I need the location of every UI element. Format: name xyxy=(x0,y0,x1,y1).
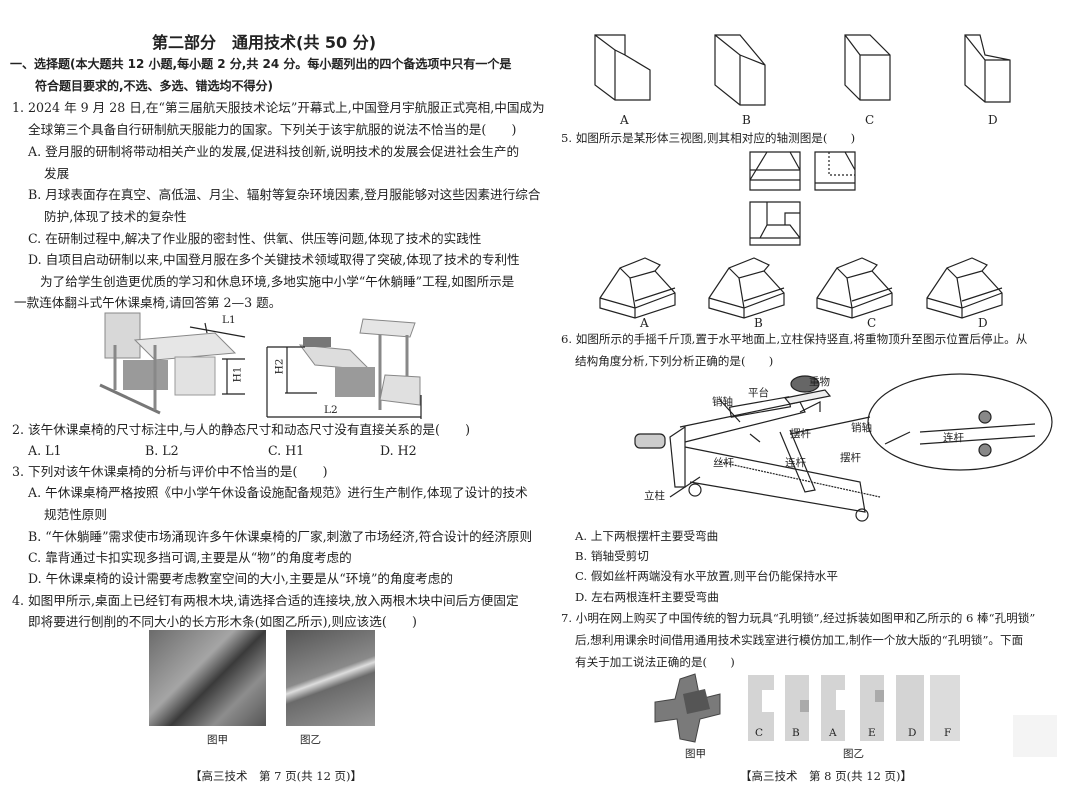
q5-stem: 5. 如图所示是某形体三视图,则其相对应的轴测图是( ) xyxy=(561,131,856,145)
label-screw: 丝杆 xyxy=(713,457,734,469)
section-heading-cont: 符合题目要求的,不选、多选、错选均不得分) xyxy=(35,79,274,93)
q4-option-label-d[interactable]: D xyxy=(988,113,998,127)
three-view-drawing xyxy=(749,151,856,246)
piece-label-a: A xyxy=(829,727,837,739)
dim-label-h1: H1 xyxy=(231,366,244,383)
caption-fig-yi-right: 图乙 xyxy=(843,748,864,760)
q6-stem-cont: 结构角度分析,下列分析正确的是( ) xyxy=(575,354,774,368)
q3-option-b[interactable]: B. “午休躺睡”需求使市场涌现许多午休课桌椅的厂家,刺激了市场经济,符合设计的… xyxy=(28,529,533,544)
label-platform: 平台 xyxy=(748,387,769,399)
section-title: 第二部分 通用技术(共 50 分) xyxy=(152,33,377,52)
photo-fig-yi xyxy=(286,630,375,726)
dim-label-h2: H2 xyxy=(273,358,286,375)
q2-option-d[interactable]: D. H2 xyxy=(380,443,417,458)
caption-fig-yi: 图乙 xyxy=(300,734,321,746)
q5-option-a[interactable]: A xyxy=(640,316,649,330)
q6-stem: 6. 如图所示的手摇千斤顶,置于水平地面上,立柱保持竖直,将重物顶升至图示位置后… xyxy=(561,332,1028,346)
label-column: 立柱 xyxy=(644,490,665,502)
piece-label-b: B xyxy=(792,727,800,739)
q5-axonometric-options xyxy=(599,257,1003,319)
q3-option-a-cont: 规范性原则 xyxy=(44,507,107,522)
q7-stem-cont-2: 有关于加工说法正确的是( ) xyxy=(575,655,735,669)
piece-e-image xyxy=(860,675,884,741)
q2-option-b[interactable]: B. L2 xyxy=(145,443,179,458)
section-heading: 一、选择题(本大题共 12 小题,每小题 2 分,共 24 分。每小题列出的四个… xyxy=(10,57,512,71)
q1-option-a[interactable]: A. 登月服的研制将带动相关产业的发展,促进科技创新,说明技术的发展会促进社会生… xyxy=(28,144,520,159)
q2-3-intro: 为了给学生创造更优质的学习和休息环境,多地实施中小学“午休躺睡”工程,如图所示是 xyxy=(40,274,515,289)
q3-option-a[interactable]: A. 午休课桌椅严格按照《中小学午休设备设施配备规范》进行生产制作,体现了设计的… xyxy=(28,485,528,500)
piece-label-c: C xyxy=(755,727,764,739)
q3-stem: 3. 下列对该午休课桌椅的分析与评价中不恰当的是( ) xyxy=(12,464,328,479)
q2-option-a[interactable]: A. L1 xyxy=(28,443,62,458)
q5-option-b[interactable]: B xyxy=(754,316,763,330)
kongming-lock-assembled xyxy=(654,673,721,743)
piece-label-f: F xyxy=(944,727,952,739)
q1-option-a-cont: 发展 xyxy=(44,166,70,181)
q5-option-d[interactable]: D xyxy=(978,316,988,330)
q1-option-b-cont: 防护,体现了技术的复杂性 xyxy=(44,209,187,224)
q1-option-c[interactable]: C. 在研制过程中,解决了作业服的密封性、供氧、供压等问题,体现了技术的实践性 xyxy=(28,231,482,246)
q2-3-intro-cont: 一款连体翻斗式午休课桌椅,请回答第 2—3 题。 xyxy=(14,295,282,310)
q3-option-d[interactable]: D. 午休课桌椅的设计需要考虑教室空间的大小,主要是从“环境”的角度考虑的 xyxy=(28,571,453,586)
label-link: 连杆 xyxy=(785,457,806,469)
caption-fig-jia-right: 图甲 xyxy=(685,748,706,760)
scan-artifact xyxy=(1013,715,1057,757)
q1-stem-cont: 全球第三个具备自行研制航天服能力的国家。下列关于该宇航服的说法不恰当的是( ) xyxy=(28,122,517,137)
q7-stem-cont-1: 后,想利用课余时间借用通用技术实践室进行模仿加工,制作一个放大版的“孔明锁”。下… xyxy=(575,633,1024,647)
dim-label-l1: L1 xyxy=(222,314,236,326)
q4-option-label-c[interactable]: C xyxy=(865,113,875,127)
q4-options-figure xyxy=(594,34,1011,106)
detail-label-swing: 摆杆 xyxy=(840,452,861,464)
jack-figure xyxy=(634,373,1053,522)
label-weight: 重物 xyxy=(809,376,830,388)
footer-page-7: 【高三技术 第 7 页(共 12 页)】 xyxy=(190,769,363,783)
q4-stem: 4. 如图甲所示,桌面上已经钉有两根木块,请选择合适的连接块,放入两根木块中间后… xyxy=(12,593,519,608)
desk-chair-figure xyxy=(99,312,422,419)
detail-label-link: 连杆 xyxy=(943,432,964,444)
q1-option-b[interactable]: B. 月球表面存在真空、高低温、月尘、辐射等复杂环境因素,登月服能够对这些因素进… xyxy=(28,187,541,202)
q2-option-c[interactable]: C. H1 xyxy=(268,443,305,458)
q6-option-b[interactable]: B. 销轴受剪切 xyxy=(575,549,649,563)
q1-stem: 1. 2024 年 9 月 28 日,在“第三届航天服技术论坛”开幕式上,中国登… xyxy=(12,100,545,115)
q1-option-d[interactable]: D. 自项目启动研制以来,中国登月服在多个关键技术领域取得了突破,体现了技术的专… xyxy=(28,252,520,267)
detail-label-pin: 销轴 xyxy=(851,422,872,434)
q4-option-label-a[interactable]: A xyxy=(620,113,629,127)
q6-option-d[interactable]: D. 左右两根连杆主要受弯曲 xyxy=(575,590,719,604)
photo-fig-jia xyxy=(149,630,266,726)
footer-page-8: 【高三技术 第 8 页(共 12 页)】 xyxy=(740,769,913,783)
caption-fig-jia: 图甲 xyxy=(207,734,228,746)
q6-option-c[interactable]: C. 假如丝杆两端没有水平放置,则平台仍能保持水平 xyxy=(575,569,838,583)
label-swing-rod: 摆杆 xyxy=(790,428,811,440)
q3-option-c[interactable]: C. 靠背通过卡扣实现多挡可调,主要是从“物”的角度考虑的 xyxy=(28,550,352,565)
piece-label-e: E xyxy=(868,727,876,739)
q5-option-c[interactable]: C xyxy=(867,316,877,330)
q6-option-a[interactable]: A. 上下两根摆杆主要受弯曲 xyxy=(575,529,719,543)
dim-label-l2: L2 xyxy=(324,404,338,416)
q4-stem-cont: 即将要进行刨削的不同大小的长方形木条(如图乙所示),则应该选( ) xyxy=(28,614,417,629)
label-pin: 销轴 xyxy=(712,396,733,408)
piece-label-d: D xyxy=(908,727,917,739)
piece-f-image xyxy=(930,675,960,741)
piece-d-image xyxy=(896,675,924,741)
q4-option-label-b[interactable]: B xyxy=(742,113,751,127)
q7-stem: 7. 小明在网上购买了中国传统的智力玩具“孔明锁”,经过拆装如图甲和乙所示的 6… xyxy=(561,611,1036,625)
q2-stem: 2. 该午休课桌椅的尺寸标注中,与人的静态尺寸和动态尺寸没有直接关系的是( ) xyxy=(12,422,471,437)
